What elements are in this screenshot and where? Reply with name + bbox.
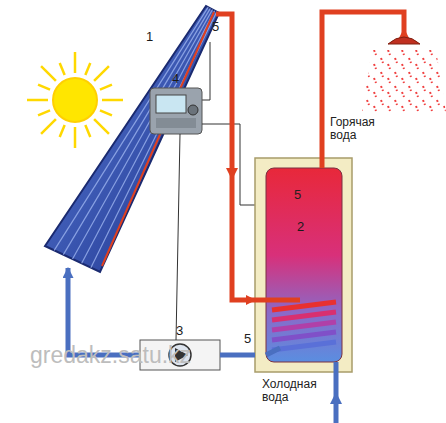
sun-ray — [74, 52, 77, 73]
storage-tank-node: 2 — [255, 158, 352, 372]
collector-tube — [54, 7, 208, 250]
coil-turn — [272, 332, 336, 340]
tank-insulation — [255, 158, 352, 372]
callout-number: 1 — [146, 30, 153, 43]
flow-label: Горячая вода — [330, 116, 386, 142]
callout-number: 5 — [294, 188, 301, 202]
sun-ray — [100, 85, 112, 90]
sun-ray — [102, 99, 123, 102]
collector-tubes — [54, 7, 217, 268]
water-spray — [362, 50, 446, 112]
coil-turn — [272, 312, 336, 320]
sun-ray — [85, 63, 90, 75]
flow-label: Холодная вода — [262, 378, 326, 404]
sun-ray — [41, 119, 56, 134]
heat-exchanger-coil — [272, 302, 336, 350]
sun-ray — [100, 110, 112, 115]
sun-ray — [74, 127, 77, 148]
sun-ray — [41, 66, 56, 81]
collector-tube — [63, 8, 210, 254]
sun-ray — [60, 125, 65, 137]
shower-head — [388, 37, 420, 44]
sensor-wire — [202, 42, 210, 100]
watermark: gredakz.satu.kz — [30, 343, 191, 368]
collector-header — [102, 12, 214, 266]
callout-number: 4 — [172, 72, 179, 85]
sun-ray — [94, 119, 109, 134]
callout-number: 5 — [244, 332, 251, 346]
coil-turn — [272, 302, 336, 310]
control-wire — [176, 134, 180, 340]
pipe-connector — [68, 268, 140, 355]
coil-turn — [272, 342, 336, 350]
controller-panel — [156, 118, 196, 128]
sun-ray — [27, 99, 48, 102]
callout-number: 3 — [176, 324, 183, 337]
sun-ray — [94, 66, 109, 81]
sun-ray — [38, 110, 50, 115]
sun-ray — [85, 125, 90, 137]
sun-rays — [27, 52, 123, 148]
pipe-connector — [220, 353, 255, 358]
controller-screen — [156, 95, 186, 113]
pipe-connector — [216, 14, 255, 300]
collector-tube — [73, 10, 213, 260]
sun-ray — [38, 85, 50, 90]
coil-turn — [272, 322, 336, 330]
coil-inlet — [255, 298, 300, 303]
sun — [53, 78, 97, 122]
controller-node: 4 — [150, 88, 202, 134]
sun-ray — [60, 63, 65, 75]
flow-arrow — [330, 392, 342, 404]
tank-water — [266, 168, 342, 362]
solar-collector — [45, 6, 219, 272]
callout-number: 2 — [297, 220, 304, 233]
controller-knob — [188, 105, 198, 115]
collector-tube — [91, 12, 217, 268]
callout-number: 5 — [212, 20, 219, 34]
controller-body — [150, 88, 202, 134]
solar-collector-node: 1 — [48, 10, 216, 268]
collector-tube — [82, 11, 215, 264]
coil-outlet — [266, 348, 280, 355]
